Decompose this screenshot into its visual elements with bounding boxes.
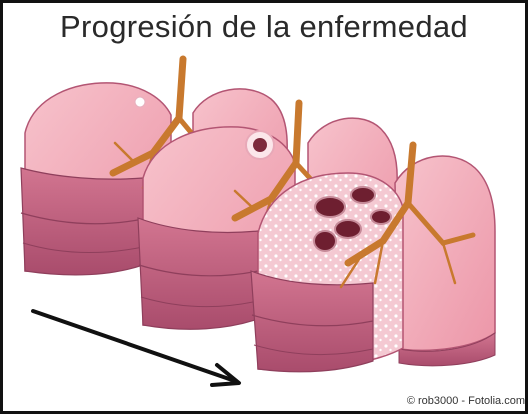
image-credit: © rob3000 - Fotolia.com: [407, 395, 525, 407]
lung-progression-illustration: [3, 3, 525, 411]
figure-title: Progresión de la enfermedad: [3, 9, 525, 45]
